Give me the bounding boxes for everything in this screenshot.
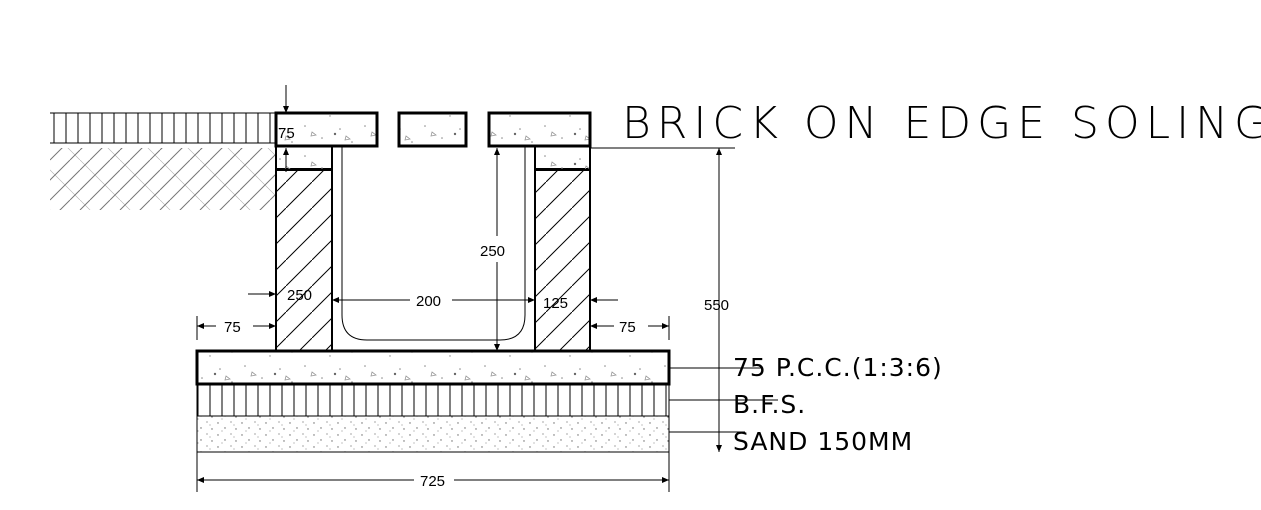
pcc-base (195, 349, 671, 386)
left-coping (275, 145, 333, 171)
cover-slab-right (487, 111, 592, 148)
dim-slab-thickness: 75 (278, 85, 295, 172)
dim-wall-thickness: 250 (248, 287, 312, 304)
dim-total-height-label: 550 (704, 297, 729, 314)
dim-total-height: 550 (704, 148, 729, 452)
dim-left-offset-label: 75 (224, 319, 241, 336)
dim-slab-thickness-label: 75 (278, 125, 295, 142)
bfs-layer (196, 383, 670, 417)
right-wall (534, 168, 591, 352)
dim-channel-depth-label: 250 (480, 243, 505, 260)
cover-slab-left (274, 111, 379, 148)
ground-brick-soling (50, 112, 276, 144)
callout-leaders (669, 367, 778, 433)
dim-channel-width: 200 (331, 288, 535, 310)
dim-total-width-label: 725 (420, 473, 445, 490)
dim-channel-depth: 250 (480, 148, 505, 351)
right-coping (534, 145, 591, 171)
callout-sand: SAND 150MM (733, 427, 913, 456)
cover-slab-middle (397, 111, 468, 148)
dim-wall-thickness-label: 250 (287, 287, 312, 304)
callout-pcc: 75 P.C.C.(1:3:6) (733, 353, 943, 382)
dim-channel-width-label: 200 (416, 293, 441, 310)
dim-total-width: 725 (196, 452, 670, 492)
sand-layer (196, 415, 670, 453)
channel-lining (331, 146, 536, 351)
dim-right-wall: 125 (543, 295, 618, 312)
dim-right-offset: 75 (590, 316, 670, 340)
callout-bfs: B.F.S. (733, 390, 806, 419)
dim-left-offset: 75 (196, 316, 276, 340)
dim-right-wall-label: 125 (543, 295, 568, 312)
ground-earth-hatch (50, 148, 276, 210)
dim-right-offset-label: 75 (619, 319, 636, 336)
title-brick-on-edge-soling: BRICK ON EDGE SOLING (622, 98, 1261, 149)
